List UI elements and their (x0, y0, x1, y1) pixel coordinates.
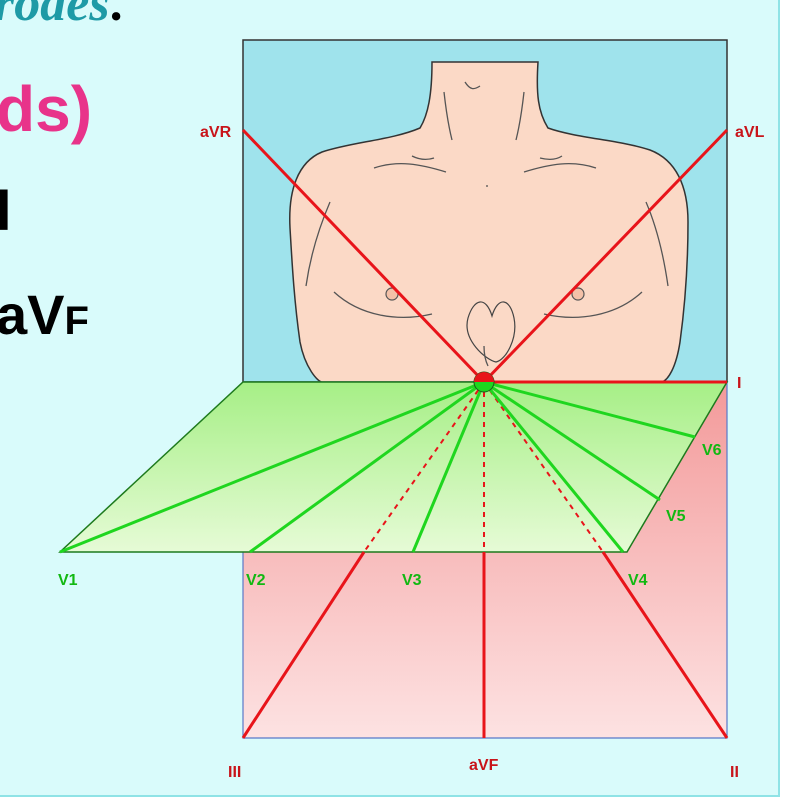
label-v2: V2 (246, 572, 266, 589)
v3-axis (411, 381, 486, 553)
lead-ii-axis (601, 551, 729, 739)
label-v6: V6 (702, 442, 722, 459)
avl-axis (482, 128, 729, 384)
hidden-limb-axes (363, 381, 604, 553)
label-v5: V5 (666, 508, 686, 525)
bullet-text-fragment: l (0, 179, 12, 242)
label-avf: aVF (469, 757, 499, 774)
v1-axis (59, 380, 485, 554)
label-iii: III (228, 764, 241, 781)
avf-subscript: F (64, 299, 89, 343)
chest-lead-axes (59, 380, 696, 554)
label-ii: II (730, 764, 739, 781)
horizontal-plane (58, 381, 729, 553)
v4-axis (482, 381, 625, 553)
label-avl: aVL (735, 124, 765, 141)
sternum-notch (466, 301, 516, 363)
lead-iii-axis (241, 551, 366, 739)
label-i: I (737, 375, 741, 392)
avf-main: aV (0, 283, 65, 346)
heart-center-top (474, 372, 494, 382)
label-avr: aVR (200, 124, 232, 141)
label-v1: V1 (58, 572, 78, 589)
slide-title-fragment: rodes. (0, 0, 123, 33)
avr-axis (241, 128, 486, 384)
v5-axis (483, 380, 661, 502)
avf-text-fragment: aVF (0, 282, 89, 347)
right-nipple (571, 287, 585, 301)
label-v4: V4 (628, 572, 648, 589)
leads-text-fragment: ds) (0, 73, 92, 145)
label-v3: V3 (402, 572, 422, 589)
v2-axis (249, 380, 485, 554)
title-period: . (109, 0, 123, 32)
limb-lead-axes (241, 128, 729, 739)
v6-axis (483, 380, 696, 439)
title-text: rodes (0, 0, 110, 32)
